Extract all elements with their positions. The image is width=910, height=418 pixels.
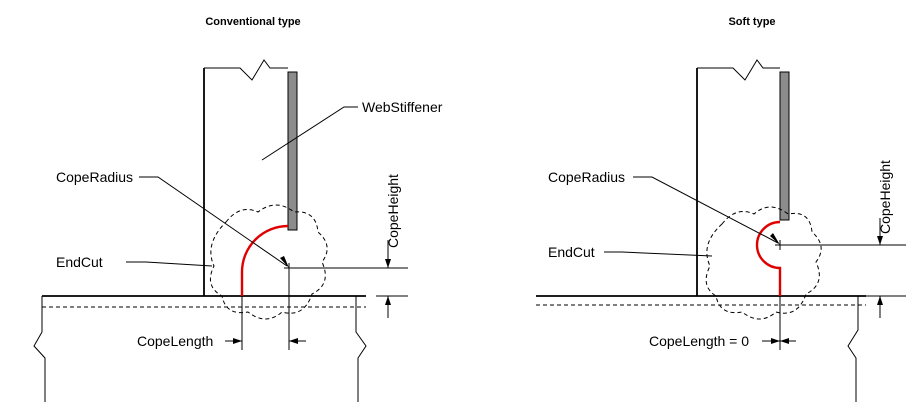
soft-panel: Soft type CopeRadius EndCut CopeHeight	[536, 16, 906, 402]
cope-height-label: CopeHeight	[385, 174, 401, 248]
flange-right-break	[355, 296, 367, 402]
cope-length-arrow-right	[289, 338, 298, 344]
flange-right-break	[847, 296, 859, 402]
cope-height-arrow-top	[877, 236, 883, 245]
conventional-title: Conventional type	[205, 16, 300, 28]
cope-length-label: CopeLength = 0	[649, 333, 749, 349]
flange-left-break	[33, 296, 46, 402]
end-cut-label: EndCut	[548, 244, 595, 260]
cope-radius-label: CopeRadius	[548, 169, 625, 185]
web-stiffener	[287, 71, 298, 231]
cope-radius-arrowhead	[280, 256, 289, 268]
cope-height-label: CopeHeight	[877, 160, 893, 234]
detail-cloud	[209, 204, 328, 320]
cope-height-arrow-bottom	[385, 296, 391, 305]
end-cut-curve	[755, 220, 782, 296]
conventional-panel: Conventional type CopeRadius WebStiffene…	[33, 16, 443, 402]
cope-radius-leader	[139, 176, 288, 267]
web-break-line	[204, 59, 288, 81]
cope-length-label: CopeLength	[137, 333, 213, 349]
cope-radius-label: CopeRadius	[56, 169, 133, 185]
soft-title: Soft type	[728, 16, 775, 28]
detail-cloud	[705, 206, 822, 320]
web-stiffener-leader	[261, 106, 358, 161]
web-stiffener-label: WebStiffener	[362, 99, 443, 115]
cope-length-arrow-right	[780, 338, 789, 344]
cope-height-arrow-top	[385, 259, 391, 268]
web-stiffener	[779, 71, 790, 221]
end-cut-leader	[126, 261, 213, 267]
cope-length-arrow-left	[771, 338, 780, 344]
end-cut-label: EndCut	[56, 254, 103, 270]
web-break-line	[697, 59, 780, 81]
end-cut-leader	[604, 251, 713, 257]
cope-radius-leader	[633, 176, 779, 244]
cope-length-arrow-left	[233, 338, 242, 344]
cope-radius-arrowhead	[770, 233, 780, 245]
end-cut-curve	[240, 224, 289, 296]
cope-height-arrow-bottom	[877, 296, 883, 305]
